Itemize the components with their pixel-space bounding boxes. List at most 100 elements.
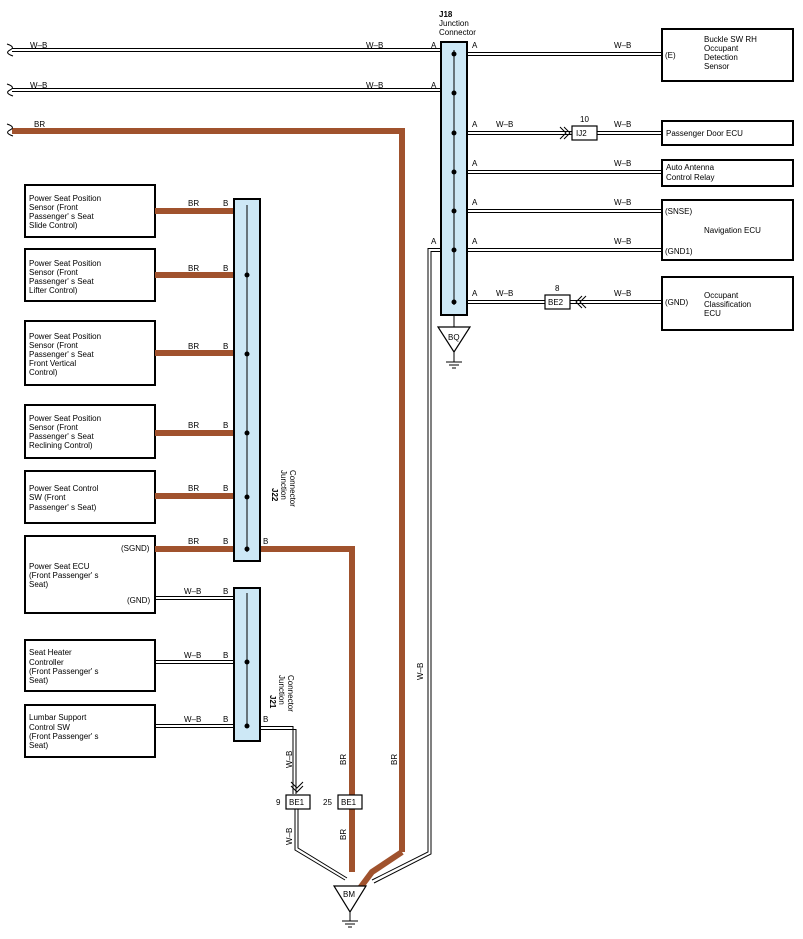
bm-ground-label: BM (343, 890, 355, 899)
occupant-classification-label: Classification (704, 300, 751, 309)
component-label: Passenger' s Seat (29, 350, 94, 359)
wire-label: W–B (366, 81, 383, 90)
j18-pin-a-left-1: A (431, 41, 437, 50)
left-br-wires (155, 208, 404, 890)
be2-pin: 8 (555, 284, 560, 293)
component-label: Passenger' s Seat (29, 277, 94, 286)
buckle-sw-label: Buckle SW RH (704, 35, 757, 44)
wire-label: W–B (614, 289, 631, 298)
component-label: Lumbar Support (29, 713, 87, 722)
left-wb-wires (155, 596, 348, 881)
j21-id: J21 (268, 695, 277, 709)
wire-label-vertical: W–B (285, 828, 294, 845)
power-seat-reclining-sensor-box (24, 404, 156, 459)
j18-name-2: Connector (439, 28, 476, 37)
component-label: Power Seat Control (29, 484, 99, 493)
wire-label: W–B (184, 587, 201, 596)
component-label: Sensor (Front (29, 268, 79, 277)
component-label: Passenger' s Seat) (29, 503, 97, 512)
j22-pin-b: B (223, 537, 228, 546)
buckle-sw-label: Occupant (704, 44, 739, 53)
j18-pin-a-left-2: A (431, 81, 437, 90)
j22-dots (244, 272, 250, 552)
component-label: Control SW (29, 723, 70, 732)
be1-right-pin: 25 (323, 798, 332, 807)
j18-pin-a-right: A (472, 159, 478, 168)
component-label: Seat) (29, 676, 48, 685)
navigation-ecu-pin-snse: (SNSE) (665, 207, 692, 216)
j21-pin-b: B (263, 715, 268, 724)
j18-dots (451, 51, 457, 305)
wire-label: W–B (614, 159, 631, 168)
wire-label: W–B (614, 237, 631, 246)
wire-label: BR (188, 484, 199, 493)
wire-label: W–B (184, 651, 201, 660)
power-seat-lifter-sensor-box (24, 248, 156, 302)
j22-pin-b: B (223, 199, 228, 208)
component-label: Control) (29, 368, 58, 377)
wire-br-top (6, 123, 405, 852)
navigation-ecu-label: Navigation ECU (704, 226, 761, 235)
be1-left-connector (285, 794, 311, 810)
wire-label-vertical: BR (339, 754, 348, 765)
power-seat-control-sw-box (24, 470, 156, 524)
component-label: Power Seat Position (29, 414, 101, 423)
component-label: Passenger' s Seat (29, 212, 94, 221)
be1-right-id: BE1 (341, 798, 357, 807)
navigation-ecu-box (661, 199, 794, 261)
seat-heater-controller-box (24, 639, 156, 692)
buckle-sw-box (661, 28, 794, 82)
j21-pin-b: B (223, 715, 228, 724)
power-seat-ecu-pin-sgnd: (SGND) (121, 544, 150, 553)
component-label: Sensor (Front (29, 341, 79, 350)
component-label: (Front Passenger' s (29, 667, 99, 676)
j22-pin-b: B (223, 484, 228, 493)
component-label: Front Vertical (29, 359, 76, 368)
occupant-classification-label: ECU (704, 309, 721, 318)
power-seat-ecu-box (24, 535, 156, 614)
wire-label: W–B (614, 198, 631, 207)
bm-ground-symbol (332, 885, 368, 928)
wire-label: W–B (496, 120, 513, 129)
j21-pin-b: B (223, 651, 228, 660)
power-seat-vertical-sensor-box (24, 320, 156, 386)
auto-antenna-box (661, 159, 794, 187)
wire-label: W–B (184, 715, 201, 724)
j18-pin-a-right: A (472, 237, 478, 246)
j22-name-1: Junction (279, 470, 288, 500)
j18-pin-a-right: A (472, 120, 478, 129)
j18-pin-a-right: A (472, 198, 478, 207)
j18-name-1: Junction (439, 19, 469, 28)
component-label: Sensor (Front (29, 423, 79, 432)
j18-pin-a-right: A (472, 41, 478, 50)
be1-right-connector (337, 794, 363, 810)
buckle-sw-label: Sensor (704, 62, 730, 71)
be2-connector (544, 294, 571, 310)
wire-label: W–B (496, 289, 513, 298)
be1-left-id: BE1 (289, 798, 305, 807)
passenger-door-ecu-box (661, 120, 794, 146)
component-label: Seat Heater (29, 648, 72, 657)
component-label: Power Seat ECU (29, 562, 90, 571)
component-label: Seat) (29, 580, 48, 589)
component-label: Power Seat Position (29, 259, 101, 268)
wire-label: W–B (30, 81, 47, 90)
navigation-ecu-pin-gnd1: (GND1) (665, 247, 693, 256)
buckle-sw-label: Detection (704, 53, 738, 62)
wire-label-vertical: BR (339, 829, 348, 840)
component-label: Power Seat Position (29, 332, 101, 341)
be1-left-pin: 9 (276, 798, 281, 807)
component-label: Sensor (Front (29, 203, 79, 212)
ij2-pin: 10 (580, 115, 589, 124)
j18-pin-a-left-3: A (431, 237, 437, 246)
bq-ground-symbol (436, 315, 472, 369)
power-seat-ecu-pin-gnd: (GND) (127, 596, 150, 605)
lumbar-support-sw-box (24, 704, 156, 758)
bq-ground-label: BQ (448, 333, 460, 342)
j21-name-2: Connector (286, 675, 295, 712)
component-label: (Front Passenger' s (29, 571, 99, 580)
component-label: Slide Control) (29, 221, 78, 230)
wire-wb-vertical-j18 (371, 248, 441, 884)
j18-pin-a-right: A (472, 289, 478, 298)
j21-pin-b: B (223, 587, 228, 596)
